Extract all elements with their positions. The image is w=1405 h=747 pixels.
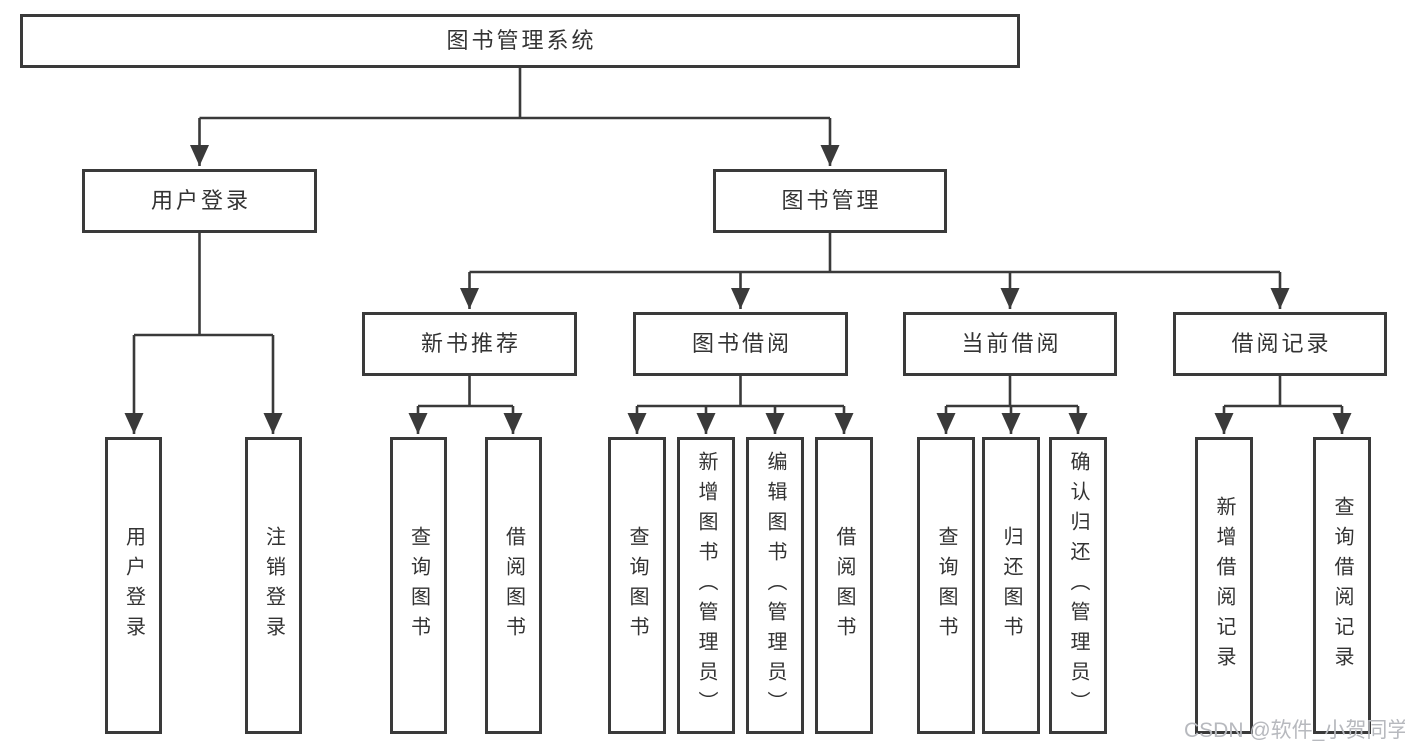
watermark-csdn: CSDN @软件_小贺同学 xyxy=(1184,719,1405,742)
leaf-records-query-record: 查询借阅记录 xyxy=(1313,437,1371,734)
leaf-current-query-books: 查询图书 xyxy=(917,437,975,734)
node-new-book-recommendation: 新书推荐 xyxy=(362,312,577,376)
leaf-logout: 注销登录 xyxy=(245,437,302,734)
leaf-current-confirm-return-admin: 确认归还（管理员） xyxy=(1049,437,1107,734)
leaf-records-add-record: 新增借阅记录 xyxy=(1195,437,1253,734)
node-current-borrowing: 当前借阅 xyxy=(903,312,1117,376)
node-borrowing-records: 借阅记录 xyxy=(1173,312,1387,376)
node-library-management-system: 图书管理系统 xyxy=(20,14,1020,68)
node-book-borrowing: 图书借阅 xyxy=(633,312,848,376)
leaf-user-login: 用户登录 xyxy=(105,437,162,734)
leaf-borrowing-borrow-books: 借阅图书 xyxy=(815,437,873,734)
leaf-borrowing-query-books: 查询图书 xyxy=(608,437,666,734)
node-book-management: 图书管理 xyxy=(713,169,947,233)
node-user-login: 用户登录 xyxy=(82,169,317,233)
leaf-recommend-borrow-books: 借阅图书 xyxy=(485,437,542,734)
leaf-borrowing-edit-books-admin: 编辑图书（管理员） xyxy=(746,437,804,734)
connector-arrows xyxy=(124,118,1352,434)
leaf-current-return-books: 归还图书 xyxy=(982,437,1040,734)
leaf-recommend-query-books: 查询图书 xyxy=(390,437,447,734)
connector-segments xyxy=(134,68,1342,408)
leaf-borrowing-add-books-admin: 新增图书（管理员） xyxy=(677,437,735,734)
